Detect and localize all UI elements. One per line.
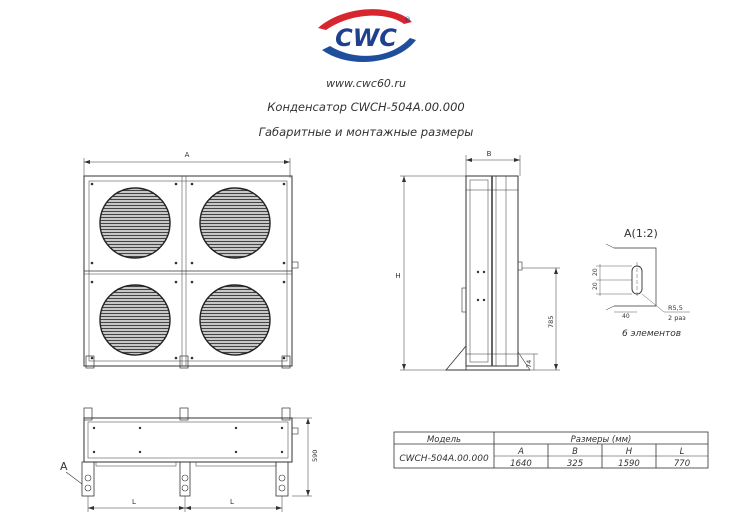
- website-url: www.cwc60.ru: [326, 77, 406, 90]
- table-cell-b: 325: [567, 459, 583, 469]
- fan-grille-top-right: [199, 187, 271, 259]
- side-view: [400, 155, 560, 371]
- fan-grille-top-left: [99, 187, 171, 259]
- table-col-a: A: [517, 447, 524, 457]
- dim-74-label: 74: [525, 360, 533, 368]
- section-marker-a: A: [60, 460, 68, 473]
- dim-l-right: L: [230, 498, 234, 506]
- table-size-header: Размеры (мм): [571, 435, 632, 445]
- spec-table: [393, 431, 709, 469]
- dim-a-label: A: [185, 151, 190, 159]
- table-cell-l: 770: [674, 459, 690, 469]
- cwc-logo: CWC ®: [318, 9, 416, 63]
- bottom-view: [65, 407, 312, 512]
- table-cell-a: 1640: [510, 459, 532, 469]
- logo-red-swoosh: [318, 9, 412, 30]
- table-col-b: B: [572, 447, 578, 457]
- detail-note: 6 элементов: [622, 329, 681, 339]
- table-col-h: H: [626, 447, 633, 457]
- detail-radius: R5,5: [668, 304, 683, 312]
- table-row-model: CWCH-504A.00.000: [399, 454, 489, 464]
- detail-dim-40: 40: [622, 313, 630, 320]
- table-cell-h: 1590: [618, 459, 640, 469]
- drawing-subtitle: Габаритные и монтажные размеры: [259, 125, 474, 139]
- registered-mark: ®: [404, 16, 411, 24]
- drawing-title: Конденсатор CWCH-504A.00.000: [267, 100, 464, 114]
- dim-h-label: H: [395, 272, 400, 280]
- logo-text: CWC: [335, 24, 397, 52]
- dim-l-left: L: [132, 498, 136, 506]
- dim-b-label: B: [487, 150, 492, 158]
- front-view: [83, 158, 299, 369]
- detail-a-view: [596, 243, 690, 313]
- detail-count: 2 раз: [668, 314, 686, 322]
- detail-title: A(1:2): [624, 227, 658, 240]
- detail-dim-20-b: 20: [592, 282, 599, 290]
- fan-grille-bottom-right: [199, 284, 271, 356]
- table-model-header: Модель: [427, 435, 461, 445]
- fan-grille-bottom-left: [99, 284, 171, 356]
- detail-dim-20-a: 20: [592, 268, 599, 276]
- table-col-l: L: [680, 447, 685, 457]
- dim-590-label: 590: [311, 450, 319, 462]
- dim-785-label: 785: [547, 316, 555, 328]
- logo-blue-swoosh: [322, 38, 416, 63]
